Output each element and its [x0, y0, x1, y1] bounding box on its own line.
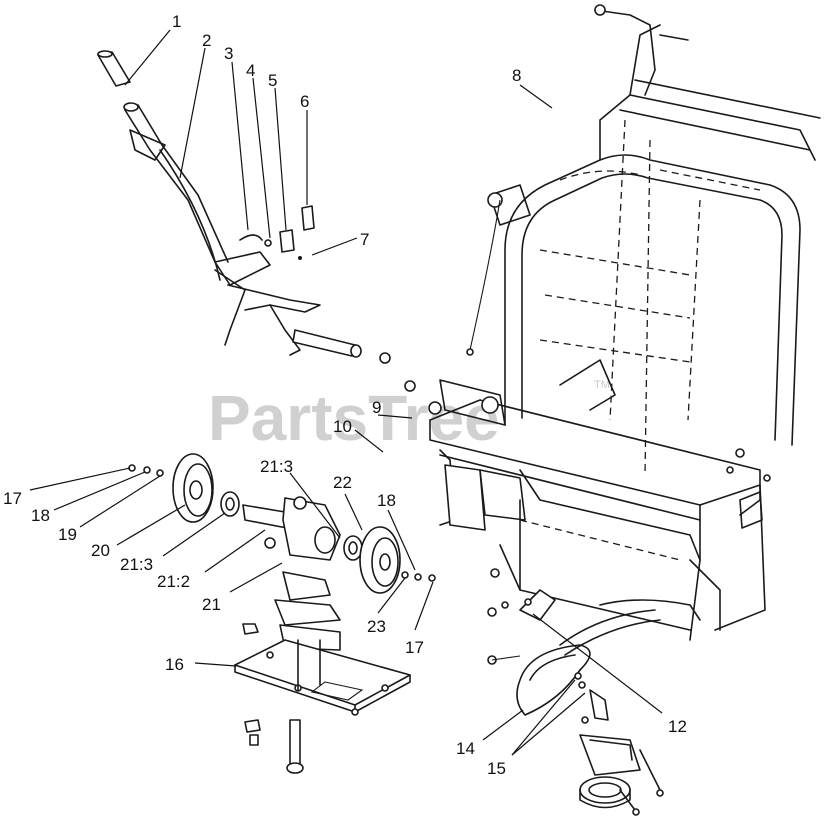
frame-assembly [428, 4, 821, 656]
callout-9: 9 [372, 398, 381, 417]
callout-21-3-left: 21:3 [120, 555, 153, 574]
callout-12: 12 [668, 717, 687, 736]
callout-3: 3 [224, 44, 233, 63]
callout-22: 22 [333, 473, 352, 492]
callout-1: 1 [172, 12, 181, 31]
callout-15: 15 [487, 759, 506, 778]
handle-assembly [97, 50, 416, 392]
callout-10: 10 [333, 417, 352, 436]
callout-23: 23 [367, 617, 386, 636]
callout-4: 4 [246, 61, 255, 80]
pulley-assembly [128, 453, 436, 601]
callout-2: 2 [202, 31, 211, 50]
callout-21: 21 [202, 595, 221, 614]
callout-17-right: 17 [405, 638, 424, 657]
watermark-tm: TM [594, 379, 610, 391]
callout-18-right: 18 [377, 491, 396, 510]
watermark-text: PartsTree [208, 382, 500, 454]
leader-lines [29, 29, 663, 756]
callout-21-2: 21:2 [157, 572, 190, 591]
callout-21-3-top: 21:3 [260, 457, 293, 476]
callout-19: 19 [58, 525, 77, 544]
callout-7: 7 [360, 230, 369, 249]
gearbox-assembly [487, 568, 664, 816]
callout-labels: 1 2 3 4 5 6 7 8 9 10 12 14 15 16 17 17 1… [3, 12, 687, 778]
callout-14: 14 [456, 739, 475, 758]
callout-20: 20 [91, 541, 110, 560]
callout-17-left: 17 [3, 489, 22, 508]
callout-16: 16 [165, 655, 184, 674]
callout-8: 8 [512, 66, 521, 85]
callout-5: 5 [268, 71, 277, 90]
callout-18-left: 18 [31, 506, 50, 525]
callout-6: 6 [300, 92, 309, 111]
mounting-plate [234, 599, 411, 774]
